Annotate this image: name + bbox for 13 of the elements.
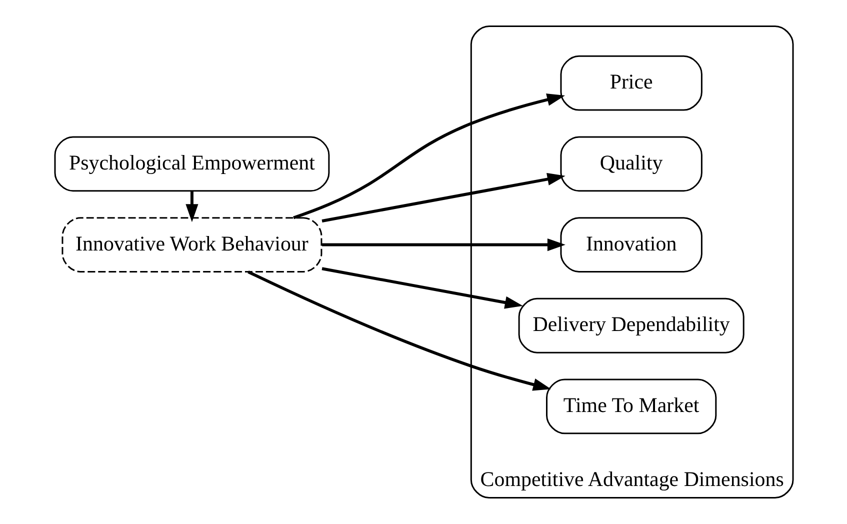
node-box: Psychological Empowerment [54,136,330,192]
arrow [322,238,565,252]
arrow [292,94,565,220]
arrow [321,267,522,309]
arrow [247,270,551,391]
node-box: Innovation [560,217,702,272]
node-box: Innovative Work Behaviour [61,217,322,272]
arrow [185,191,198,222]
node-box: Time To Market [546,378,716,434]
arrow [321,172,565,222]
node-box: Price [560,55,702,111]
node-box: Quality [560,136,702,192]
node-box: Delivery Dependability [518,298,744,354]
